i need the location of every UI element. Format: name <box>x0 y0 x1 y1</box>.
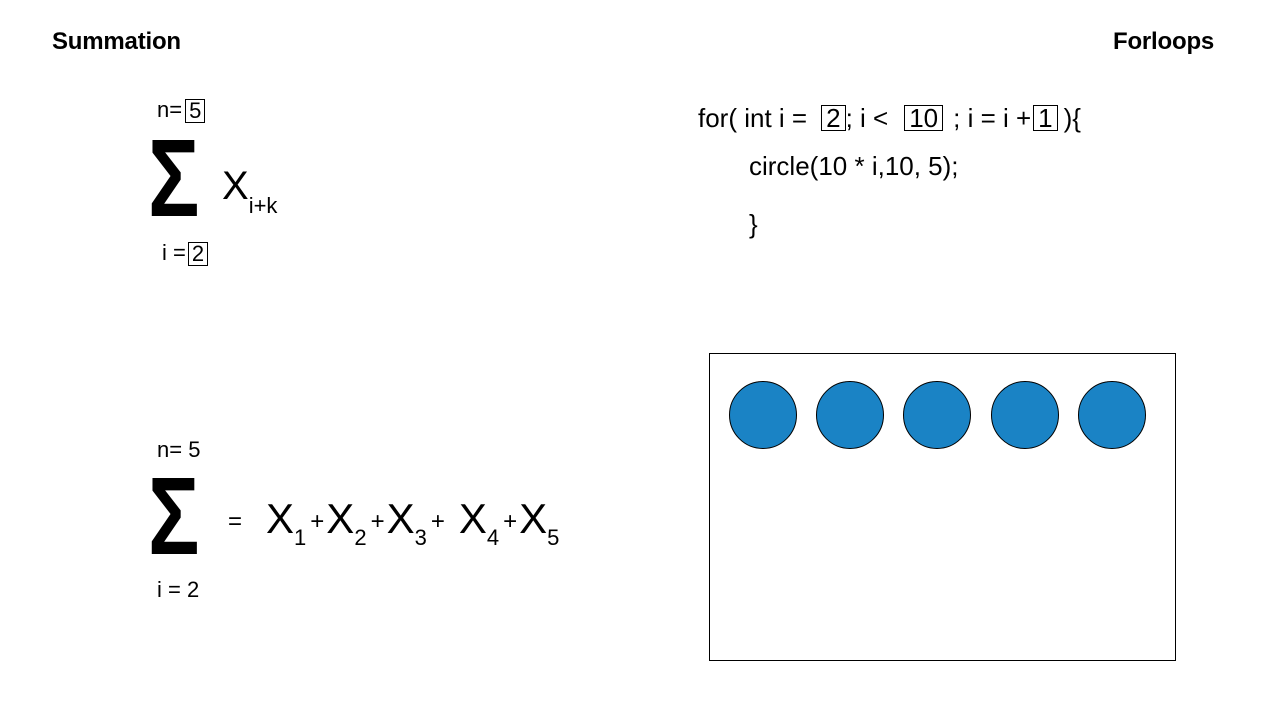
end-value-box[interactable]: 10 <box>904 105 944 131</box>
sum-top-lower-value-box[interactable]: 2 <box>187 242 209 267</box>
expansion-term-3: X3 <box>386 495 427 550</box>
plus-sign: + <box>430 508 445 535</box>
sigma-symbol-top: Σ <box>148 117 200 240</box>
circle-2 <box>816 381 884 449</box>
sum-top-lower-prefix: i = <box>162 240 186 265</box>
plus-sign: + <box>370 508 385 535</box>
forloops-title: Forloops <box>1113 28 1215 55</box>
step-value-box[interactable]: 1 <box>1033 105 1058 131</box>
loop-body-line: circle(10 * i,10, 5); <box>749 151 959 181</box>
expansion-term-4: X4 <box>458 495 500 550</box>
sum-top-upper-value-box[interactable]: 5 <box>185 99 206 124</box>
for-loop-header: for( int i = 2 ; i < 10 ; i = i + 1 ){ <box>698 105 1081 131</box>
circle-3 <box>903 381 971 449</box>
sum-expansion: = X1 + X2 + X3 + X4 + X5 <box>228 495 561 550</box>
equals-sign: = <box>228 508 243 535</box>
sum-top-lower-limit: i =2 <box>162 240 209 267</box>
start-value-box[interactable]: 2 <box>821 105 846 131</box>
for-close-text: ){ <box>1063 103 1081 133</box>
for-open-text: for( int i = <box>698 103 808 133</box>
summation-title: Summation <box>52 28 181 55</box>
expansion-term-5: X5 <box>519 495 560 550</box>
expansion-term-1: X1 <box>266 495 307 550</box>
sum-top-term-sub: i+k <box>248 193 278 218</box>
increment-text: ; i = i + <box>953 103 1032 133</box>
sum-top-term: Xi+k <box>222 164 277 217</box>
circle-4 <box>991 381 1059 449</box>
sum-bottom-upper-limit: n= 5 <box>157 437 201 462</box>
sum-top-term-var: X <box>222 164 249 208</box>
circle-5 <box>1078 381 1146 449</box>
expansion-term-2: X2 <box>326 495 367 550</box>
sigma-symbol-bottom: Σ <box>148 455 200 578</box>
circle-1 <box>729 381 797 449</box>
plus-sign: + <box>310 508 325 535</box>
sketch-canvas <box>709 353 1176 661</box>
plus-sign: + <box>503 508 518 535</box>
sum-top-upper-limit: n=5 <box>157 97 206 124</box>
sum-top-upper-prefix: n= <box>157 97 183 122</box>
loop-close-brace: } <box>749 209 758 239</box>
condition-text: ; i < <box>845 103 889 133</box>
sum-bottom-lower-limit: i = 2 <box>157 577 200 602</box>
